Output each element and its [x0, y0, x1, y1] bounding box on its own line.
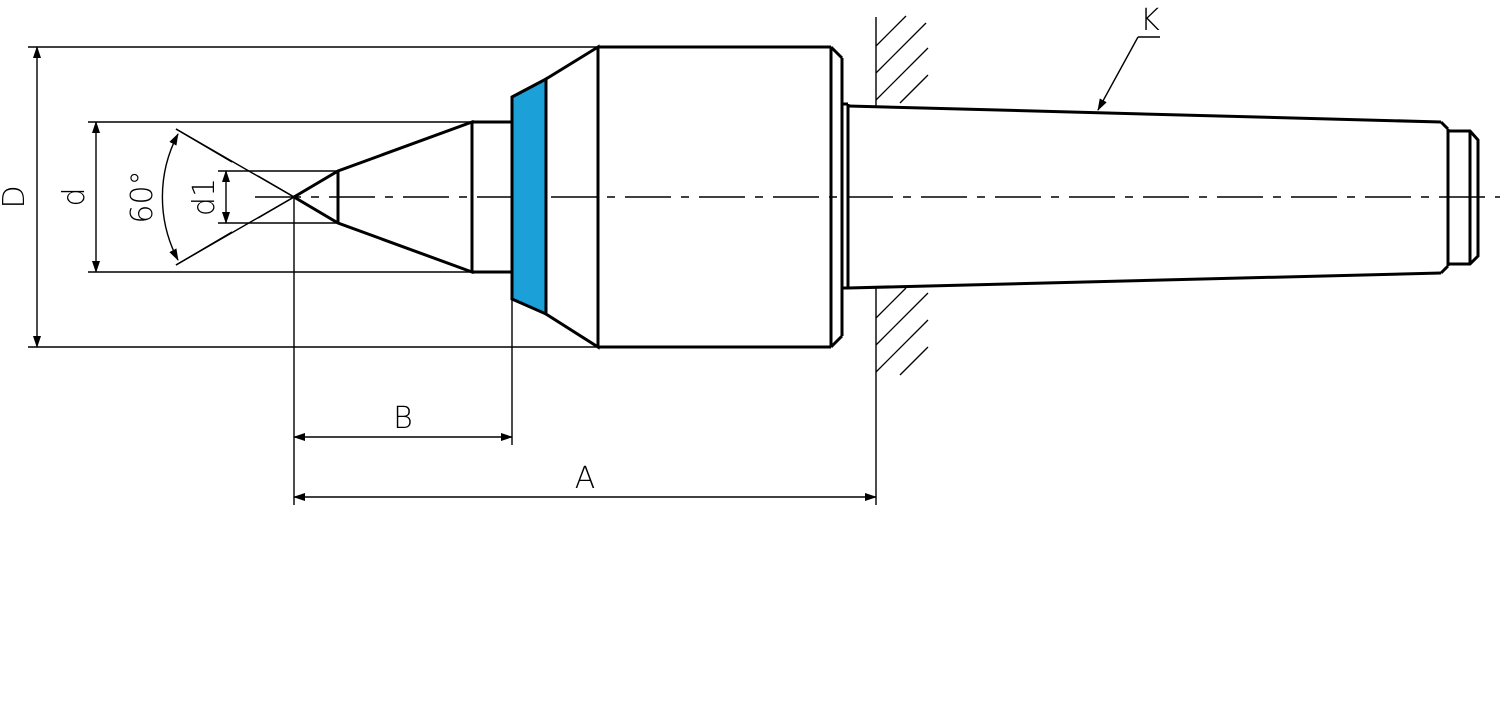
shank-collar — [842, 102, 850, 290]
machine-wall-hatching — [875, 15, 929, 505]
dimension-d: d — [57, 121, 472, 273]
label-K: K — [1140, 3, 1160, 38]
dimension-A: A — [293, 461, 877, 501]
label-B: B — [393, 401, 413, 436]
point-neck — [472, 120, 512, 274]
bearing-seal-ring — [510, 76, 548, 317]
label-angle: 60° — [125, 170, 160, 223]
leader-K: K — [1097, 3, 1160, 111]
label-d1: d1 — [187, 178, 222, 216]
label-D: D — [0, 185, 32, 208]
label-A: A — [575, 461, 596, 496]
dimension-d1: d1 — [187, 170, 338, 224]
housing-body — [598, 45, 844, 349]
dimension-D: D — [0, 46, 598, 348]
morse-taper-shank — [847, 104, 1480, 290]
dimension-B: B — [293, 197, 513, 505]
label-d: d — [57, 187, 92, 206]
center-point-cone — [291, 119, 474, 275]
